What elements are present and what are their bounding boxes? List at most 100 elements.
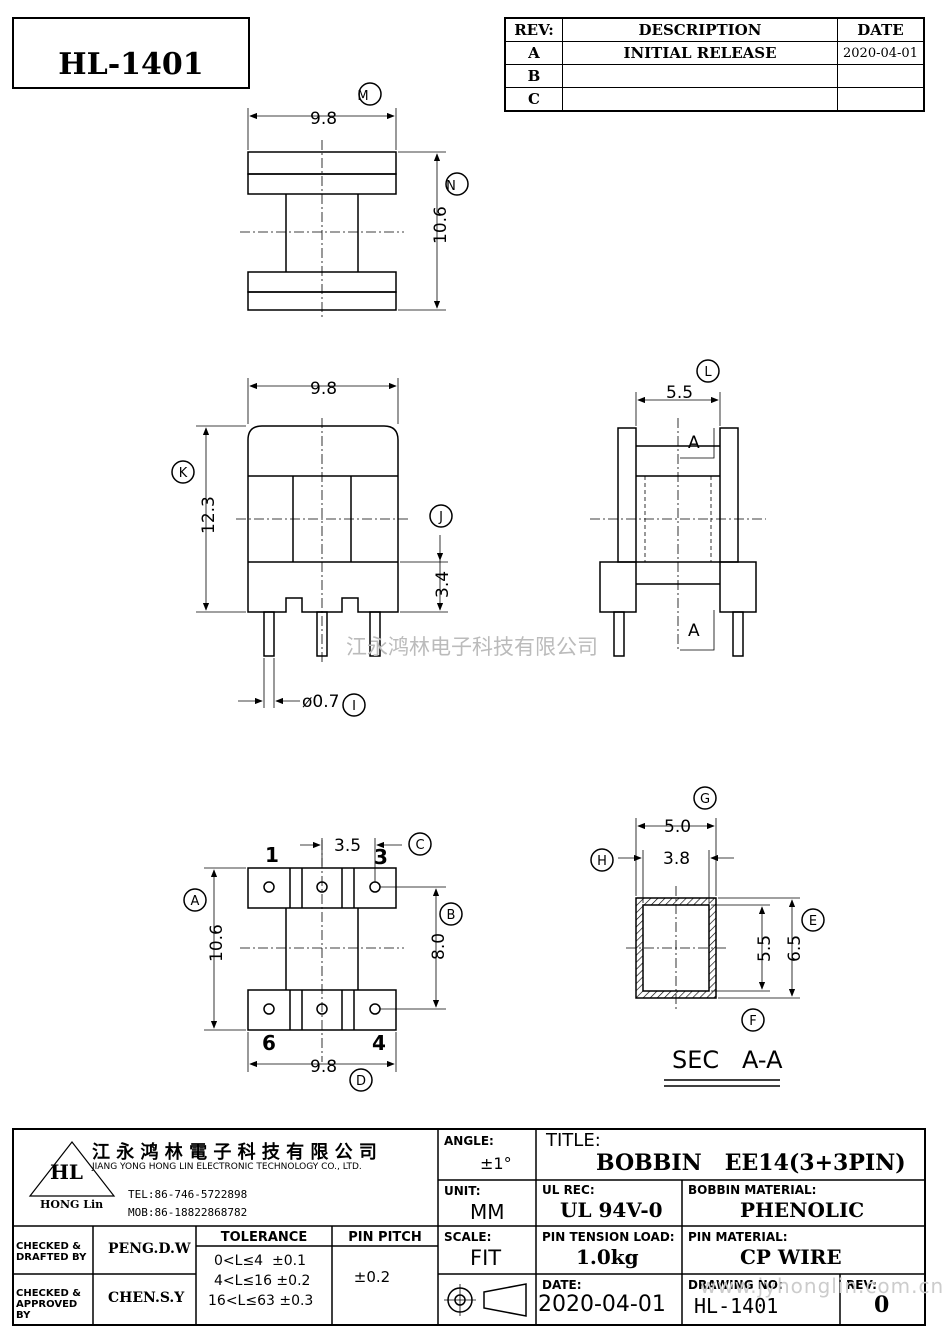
tolerance-header: TOLERANCE [220,1230,308,1245]
callout-circle [696,359,720,383]
callout-e: E [809,914,817,929]
revision-table: REV: DESCRIPTION DATE A INITIAL RELEASE … [504,17,925,112]
callout-circle [439,902,463,926]
pin-tension-label: PIN TENSION LOAD: [542,1230,675,1244]
date-header: DATE [837,17,925,42]
dim-front-base: 3.4 [433,571,453,598]
tolerance-row: 0<L≤4 ±0.1 [214,1253,306,1269]
drawing-no-value: HL-1401 [694,1294,779,1318]
dim-front-width: 9.8 [310,379,337,399]
ul-label: UL REC: [542,1183,595,1197]
dim-pin-pitch: 3.5 [334,836,361,856]
pin-tension-value: 1.0kg [576,1245,639,1269]
side-view [590,359,766,657]
callout-d: D [356,1074,366,1089]
dim-pin-diameter: ø0.7 [302,692,339,712]
part-number-box: HL-1401 [12,17,250,89]
dim-inner-width: 3.8 [663,849,690,869]
table-row: B [504,64,925,88]
unit-label: UNIT: [444,1184,481,1198]
title-block [12,1128,926,1326]
company-logo: HL [50,1160,83,1184]
pin-1-label: 1 [265,843,279,867]
date-cell [837,87,925,112]
website-watermark: www.jyhonglin.com.cn [700,1274,943,1298]
part-number: HL-1401 [58,47,204,82]
bobbin-material-value: PHENOLIC [740,1198,865,1222]
title-value: BOBBIN EE14(3+3PIN) [596,1150,906,1176]
rev-label: REV: [846,1278,877,1292]
checked-approved-value: CHEN.S.Y [108,1290,185,1306]
dim-top-height: 10.6 [431,206,451,244]
scale-label: SCALE: [444,1230,492,1244]
drawing-no-label: DRAWING NO: [688,1278,783,1292]
section-view [590,786,825,1087]
company-tel: TEL:86-746-5722898 [128,1188,248,1201]
date-label: DATE: [542,1278,582,1292]
callout-c: C [415,838,424,853]
tolerance-row: 4<L≤16 ±0.2 [214,1273,311,1289]
description-cell [562,87,838,112]
section-mark-bottom: A [688,621,700,641]
callout-i: I [352,699,356,714]
callout-circle [408,832,432,856]
watermark: 江永鸿林电子科技有限公司 [346,635,598,659]
bottom-view [183,832,463,1092]
logo-text: HONG Lin [40,1198,104,1211]
callout-circle [358,82,382,106]
dim-front-height: 12.3 [199,496,219,534]
checked-drafted-value: PENG.D.W [108,1241,191,1257]
rev-cell: C [504,87,563,112]
dim-side-width: 5.5 [666,383,693,403]
dim-outer-height: 6.5 [785,935,805,962]
callout-circle [445,172,469,196]
technical-drawing: 9.8 M N 10.6 9.8 12.3 3.4 ø0.7 K J I 5.5… [171,82,825,1092]
callout-h: H [597,854,607,869]
pin-material-value: CP WIRE [740,1245,842,1269]
bobbin-material-label: BOBBIN MATERIAL: [688,1183,817,1197]
front-view [171,378,453,717]
callout-circle [349,1068,373,1092]
top-view [240,82,469,320]
callout-a: A [191,894,200,909]
date-cell: 2020-04-01 [837,41,925,65]
table-row: C [504,87,925,112]
checked-drafted-label: CHECKED & DRAFTED BY [16,1241,87,1263]
checked-approved-label: CHECKED & APPROVED BY [16,1288,81,1321]
section-label: SEC A-A [672,1046,783,1074]
angle-label: ANGLE: [444,1134,494,1148]
callout-circle [590,848,614,872]
pin-pitch-header: PIN PITCH [348,1230,422,1245]
description-cell: INITIAL RELEASE [562,41,838,65]
callout-circle [741,1008,765,1032]
dim-bottom-height: 10.6 [207,924,227,962]
scale-value: FIT [470,1246,502,1270]
callout-n: N [446,179,456,194]
pin-material-label: PIN MATERIAL: [688,1230,788,1244]
callout-circle [342,693,366,717]
callout-circle [429,504,453,528]
title-label: TITLE: [546,1130,601,1151]
callout-f: F [749,1014,756,1029]
ul-value: UL 94V-0 [560,1198,663,1222]
callout-circle [171,460,195,484]
callout-l: L [704,365,712,380]
pin-3-label: 3 [374,845,388,869]
angle-value: ±1° [480,1154,512,1173]
rev-value: 0 [874,1292,890,1318]
section-mark-top: A [688,433,700,453]
callout-circle [693,786,717,810]
callout-circle [183,888,207,912]
dim-top-width: 9.8 [310,109,337,129]
callout-circle [801,908,825,932]
callout-m: M [357,89,368,104]
dim-outer-width: 5.0 [664,817,691,837]
callout-k: K [179,466,188,481]
dim-inner-height: 5.5 [755,935,775,962]
dim-row-spacing: 8.0 [429,933,449,960]
pin-pitch-value: ±0.2 [353,1268,391,1286]
pin-4-label: 4 [372,1031,386,1055]
description-cell [562,64,838,88]
callout-g: G [700,792,710,807]
